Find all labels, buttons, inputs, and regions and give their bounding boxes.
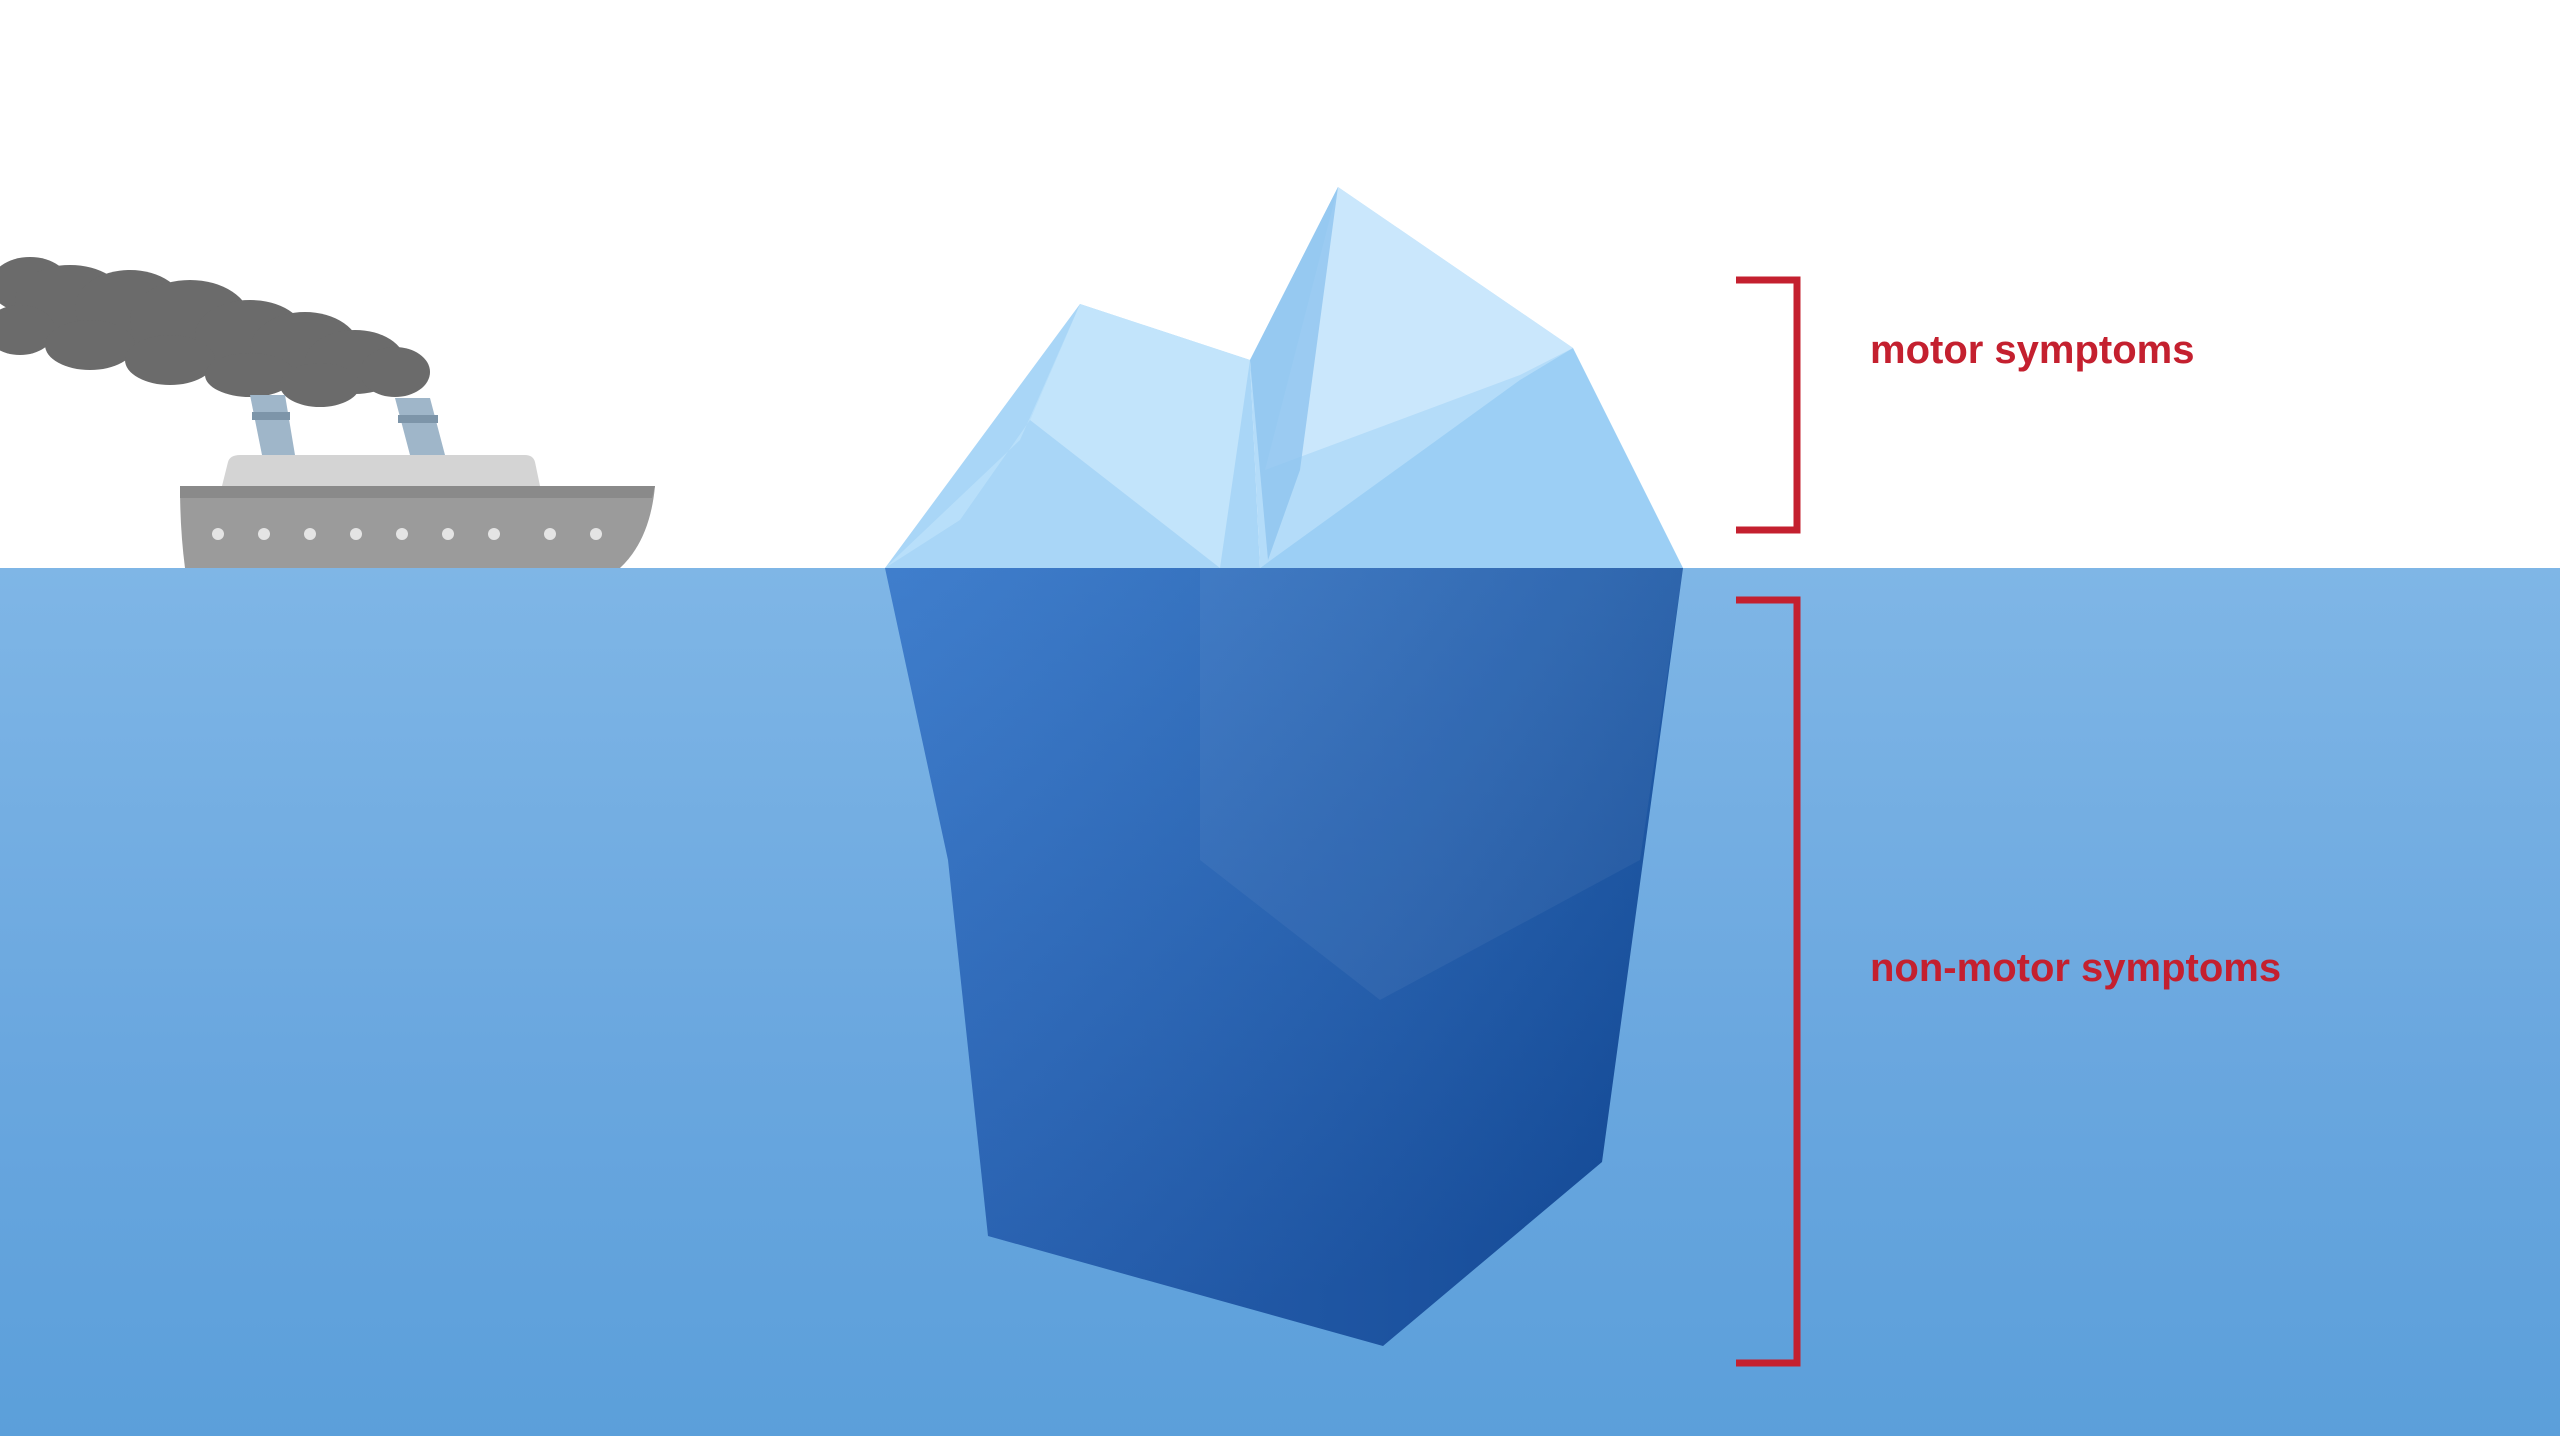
iceberg-tip bbox=[885, 187, 1683, 568]
motor-symptoms-label: motor symptoms bbox=[1870, 328, 2195, 372]
ship-cabin bbox=[222, 455, 540, 486]
ship-hull bbox=[180, 486, 655, 568]
iceberg-submerged bbox=[885, 568, 1683, 1346]
non-motor-symptoms-label: non-motor symptoms bbox=[1870, 946, 2282, 990]
funnel-back bbox=[395, 398, 445, 455]
non-motor-bracket bbox=[1736, 596, 1801, 1367]
smoke-cloud bbox=[0, 257, 430, 407]
ship bbox=[0, 257, 655, 568]
portholes bbox=[212, 528, 602, 540]
funnel-front bbox=[250, 395, 295, 455]
sea-bottom-strip bbox=[0, 1436, 2560, 1440]
motor-bracket bbox=[1736, 276, 1801, 534]
